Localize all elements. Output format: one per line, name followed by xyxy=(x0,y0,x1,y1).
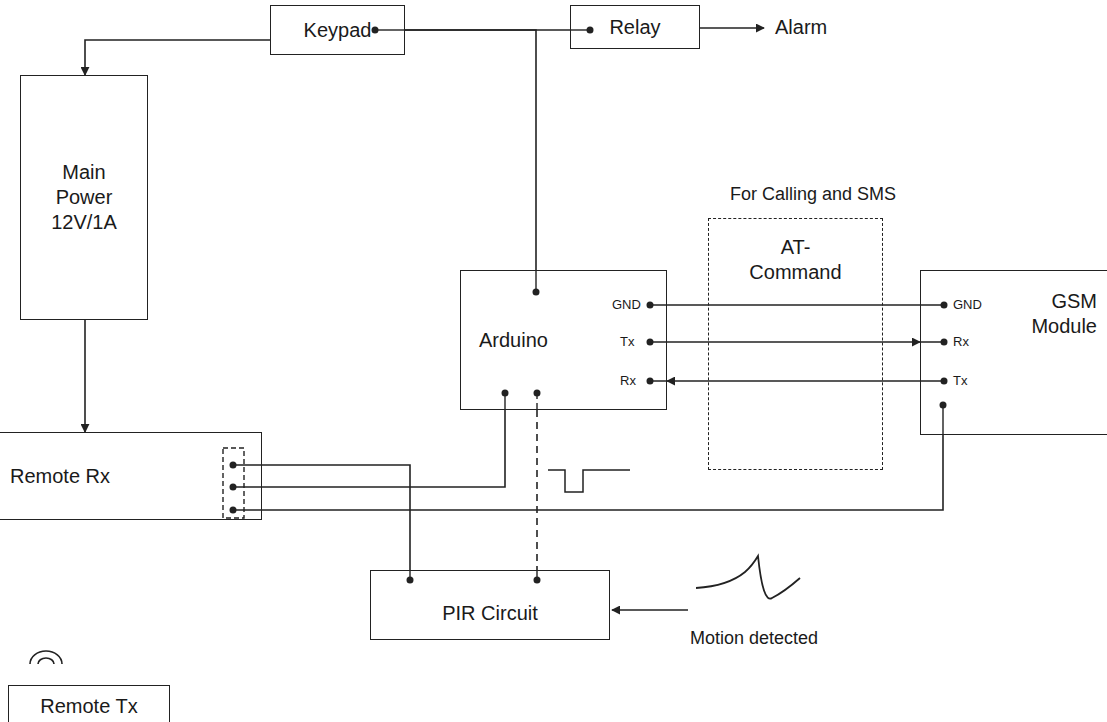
wire-connector xyxy=(85,40,270,75)
motion-wave xyxy=(696,556,800,599)
input-box: Keypad xyxy=(270,5,405,55)
note-label: For Calling and SMS xyxy=(730,184,896,206)
wire-stub xyxy=(535,270,536,292)
sensor-box: PIR Circuit xyxy=(370,570,610,640)
gsm-box: GSM Module xyxy=(920,270,1107,435)
alarm-arrow xyxy=(700,27,764,29)
pin-label: Tx xyxy=(620,334,634,350)
motion-arrow xyxy=(612,609,688,611)
pin-label: Rx xyxy=(620,373,636,389)
receiver-box: Remote Rx xyxy=(0,432,262,520)
wire-connector xyxy=(262,435,943,510)
wire-stub xyxy=(536,570,537,580)
relay-box: Relay xyxy=(570,5,700,49)
box-label: Keypad xyxy=(304,18,372,43)
wire-stub xyxy=(650,305,667,381)
pin-label: Rx xyxy=(953,334,969,350)
wire-connector xyxy=(536,410,538,570)
box-label: Arduino xyxy=(479,328,548,353)
wire-connector xyxy=(262,410,505,487)
wire-connector xyxy=(84,320,86,432)
wire-stub xyxy=(536,393,537,410)
connector-bracket xyxy=(223,448,244,518)
signal-label: Motion detected xyxy=(690,628,818,650)
box-label: Relay xyxy=(609,15,660,40)
wire-stub xyxy=(375,29,405,30)
wire-stub xyxy=(504,393,505,410)
power-box: Main Power 12V/1A xyxy=(20,75,148,320)
wireless-symbol xyxy=(30,651,62,664)
wire-connector xyxy=(405,30,536,270)
wire-stub xyxy=(920,305,944,435)
pin-label: GND xyxy=(953,297,982,313)
pulse-symbol xyxy=(548,470,630,492)
box-label: AT- Command xyxy=(741,235,851,285)
pin-label: GND xyxy=(612,297,641,313)
box-label: PIR Circuit xyxy=(442,601,538,626)
box-label: GSM Module xyxy=(1007,289,1097,339)
wire-stub xyxy=(409,570,410,580)
wire-stub xyxy=(570,29,590,30)
wireless-symbol xyxy=(38,658,54,664)
controller-box: Arduino xyxy=(460,270,667,410)
wire-connector xyxy=(262,465,410,570)
box-label: Remote Rx xyxy=(10,464,110,489)
protocol-region: AT- Command xyxy=(708,218,883,470)
pin-label: Tx xyxy=(953,373,967,389)
box-label: Remote Tx xyxy=(40,694,137,719)
transmitter-box: Remote Tx xyxy=(8,685,170,722)
output-label: Alarm xyxy=(775,15,827,39)
box-label: Main Power 12V/1A xyxy=(44,160,124,235)
wire-stub xyxy=(233,465,262,510)
